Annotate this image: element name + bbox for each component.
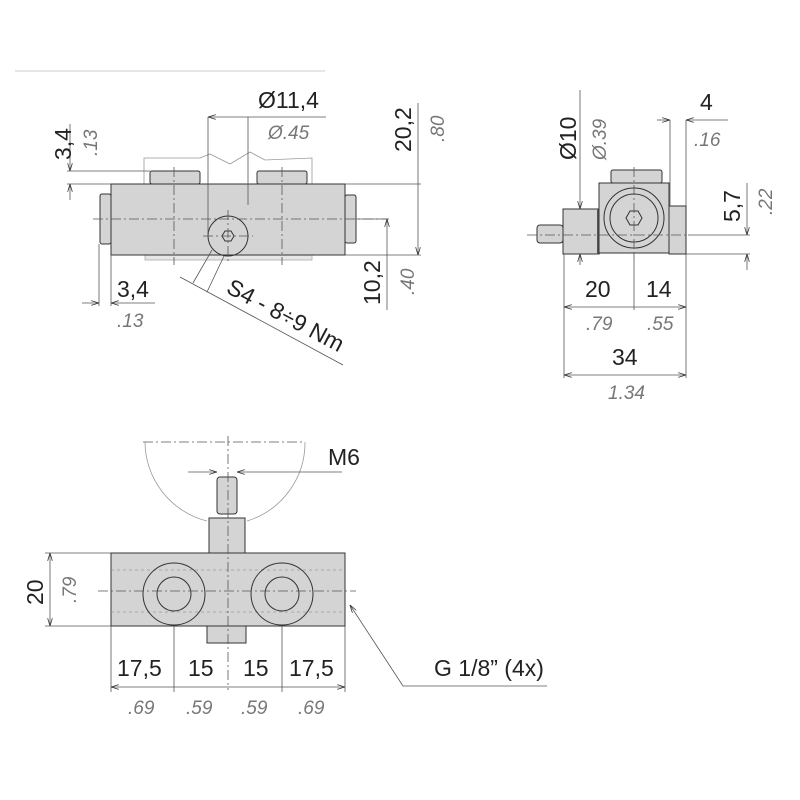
dim-total-height-inch: .80 (428, 115, 449, 142)
dim-axis-height: 10,2 (359, 260, 385, 305)
dim-shaft-diameter-inch: Ø.39 (590, 118, 611, 161)
dim-screw-diameter: Ø11,4 (258, 87, 319, 113)
dim-height-inch: .79 (60, 576, 81, 603)
top-tab-left (149, 170, 201, 185)
m6-stud (216, 476, 238, 515)
port-right (250, 562, 314, 626)
shaft (562, 208, 600, 255)
dim-left-length: 20 (585, 276, 611, 302)
dim-spacing-2: 15 (188, 655, 214, 681)
bottom-tab (206, 625, 247, 644)
dim-spacing-1-inch: .69 (128, 698, 155, 719)
dim-screw-diameter-inch: Ø.45 (267, 123, 310, 144)
phantom-arc (144, 441, 306, 522)
dim-left-length-inch: .79 (586, 314, 613, 335)
dim-total-height: 20,2 (390, 107, 416, 152)
phantom-outline (143, 151, 313, 184)
dim-spacing-3-inch: .59 (241, 698, 268, 719)
dim-right-length-inch: .55 (647, 314, 674, 335)
dim-offset-inch: .22 (756, 188, 777, 215)
dim-total-length-inch: 1.34 (608, 383, 645, 404)
port-leader (350, 605, 547, 687)
top-view: M6 20 .79 17,5 .69 15 .59 15 .59 17,5 .6… (22, 436, 547, 719)
dim-side-tab-inch: .13 (117, 311, 144, 332)
dim-right-length: 14 (646, 276, 672, 302)
dim-spacing-2-inch: .59 (186, 698, 213, 719)
dim-height: 20 (22, 579, 48, 605)
thread-stub (536, 224, 564, 244)
dim-axis-height-inch: .40 (398, 268, 419, 295)
port-note: G 1/8” (4x) (434, 655, 544, 681)
dim-side-tab: 3,4 (117, 276, 149, 302)
dim-tab-height-inch: .13 (81, 129, 102, 156)
dim-tab-width-inch: .16 (694, 130, 721, 151)
front-view: Ø11,4 Ø.45 3,4 .13 20,2 .80 10,2 .40 3,4… (50, 87, 449, 366)
side-view: Ø10 Ø.39 4 .16 5,7 .22 20 .79 14 .55 34 … (527, 89, 777, 404)
port-left (142, 562, 206, 626)
dim-shaft-diameter: Ø10 (555, 117, 581, 160)
dim-spacing-1: 17,5 (117, 655, 162, 681)
dim-tab-height: 3,4 (50, 128, 76, 160)
right-tab (668, 205, 687, 255)
top-tab (610, 169, 663, 184)
hex-socket-icon (625, 210, 643, 226)
stud-base (208, 517, 246, 554)
dim-tab-width: 4 (700, 89, 713, 115)
dim-spacing-3: 15 (243, 655, 269, 681)
dim-offset: 5,7 (719, 190, 745, 222)
dim-total-length: 34 (612, 344, 638, 370)
torque-note: S4 - 8÷9 Nm (223, 273, 349, 356)
dim-spacing-4-inch: .69 (298, 698, 325, 719)
dim-spacing-4: 17,5 (289, 655, 334, 681)
dim-thread: M6 (328, 444, 360, 470)
